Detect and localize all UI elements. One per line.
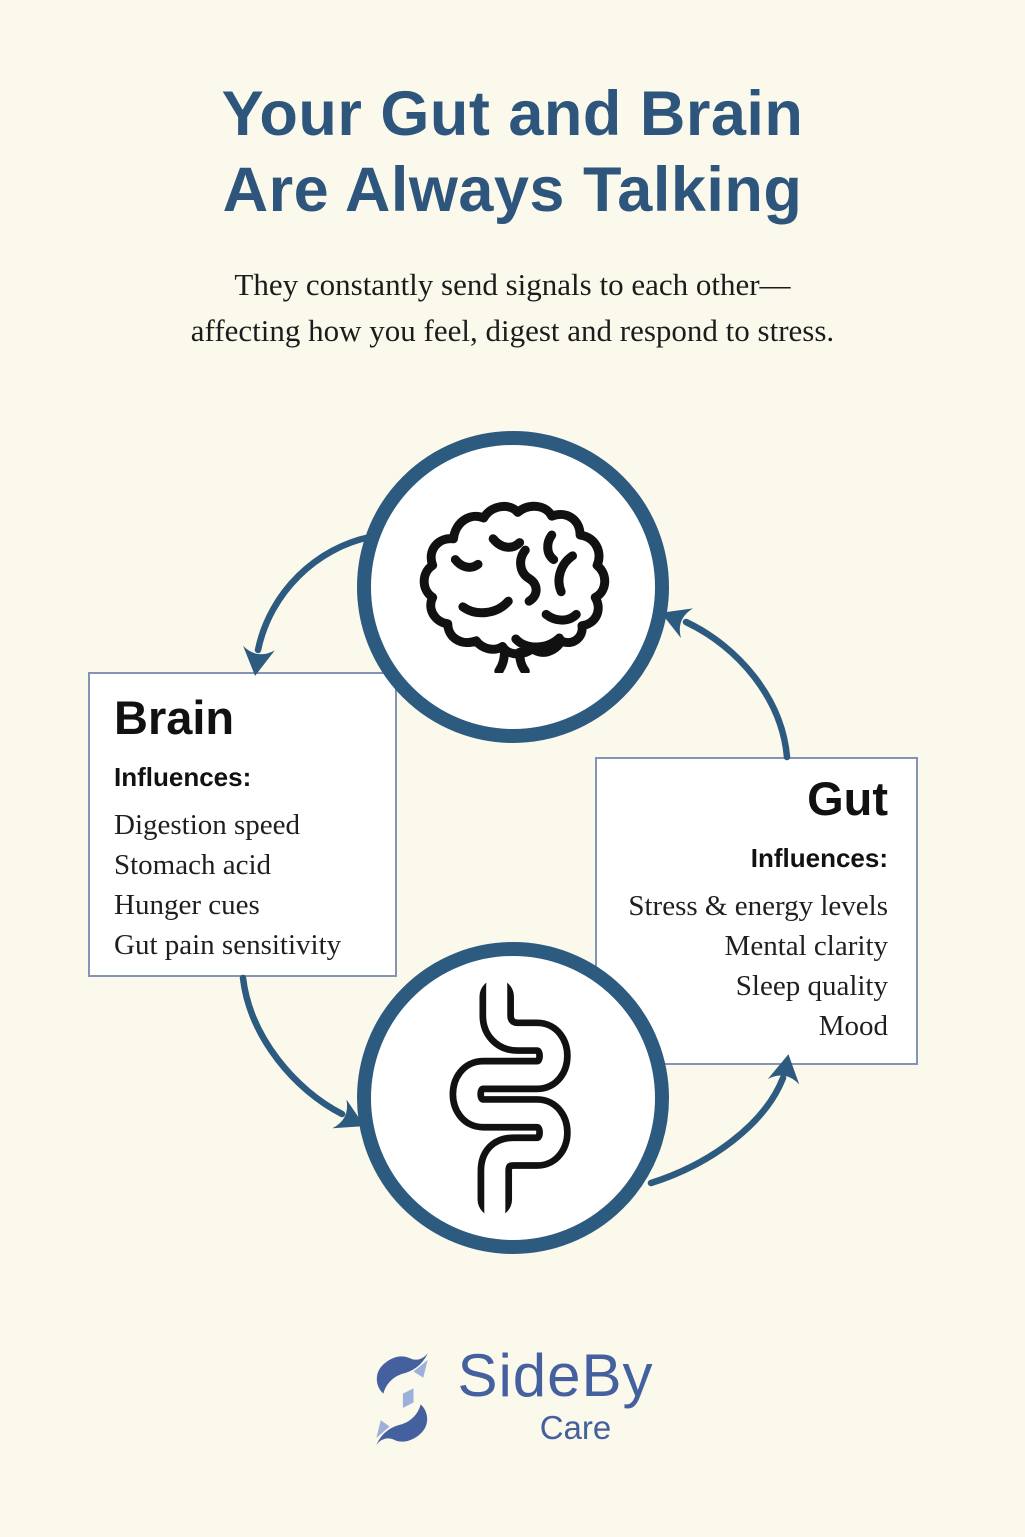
arrow-brain-to-braincard — [254, 533, 374, 654]
list-item: Sleep quality — [735, 970, 888, 1002]
list-item: Stomach acid — [114, 849, 272, 881]
subtitle-line-1: They constantly send signals to each oth… — [234, 267, 791, 302]
subtitle-line-2: affecting how you feel, digest and respo… — [190, 313, 835, 348]
gut-card-subheading: Influences: — [750, 843, 888, 873]
arrow-gut-to-gutcard — [647, 1074, 787, 1187]
logo-name: SideBy — [457, 1342, 654, 1409]
brand-logo: SideBy Care — [0, 1344, 1025, 1454]
brain-card: Brain Influences: Digestion speed Stomac… — [88, 672, 397, 977]
subtitle: They constantly send signals to each oth… — [0, 262, 1025, 354]
brain-card-heading: Brain — [114, 691, 235, 744]
sideby-logo-mark-icon — [376, 1352, 429, 1446]
list-item: Gut pain sensitivity — [114, 929, 342, 961]
gut-card-heading: Gut — [807, 772, 888, 825]
intestine-inner — [456, 981, 564, 1215]
list-item: Mental clarity — [724, 930, 888, 962]
logo-text: SideBy Care — [457, 1344, 653, 1446]
list-item: Stress & energy levels — [628, 890, 888, 922]
intestine-icon — [449, 981, 571, 1215]
title-line-2: Are Always Talking — [222, 155, 803, 225]
list-item: Mood — [818, 1010, 888, 1042]
arrow-braincard-to-gut — [239, 974, 346, 1118]
page-title: Your Gut and Brain Are Always Talking — [0, 76, 1025, 228]
arrow-gutcard-to-brain — [682, 618, 791, 761]
gut-card: Gut Influences: Stress & energy levels M… — [595, 757, 918, 1065]
list-item: Digestion speed — [114, 809, 301, 841]
brain-circle — [357, 431, 669, 743]
brain-card-subheading: Influences: — [114, 762, 252, 792]
logo-subtitle: Care — [539, 1409, 612, 1446]
gut-card-items: Stress & energy levels Mental clarity Sl… — [625, 886, 888, 1046]
brain-card-items: Digestion speed Stomach acid Hunger cues… — [114, 805, 371, 965]
list-item: Hunger cues — [114, 889, 260, 921]
brain-icon — [419, 501, 610, 673]
title-line-1: Your Gut and Brain — [221, 79, 804, 149]
gut-circle — [357, 942, 669, 1254]
